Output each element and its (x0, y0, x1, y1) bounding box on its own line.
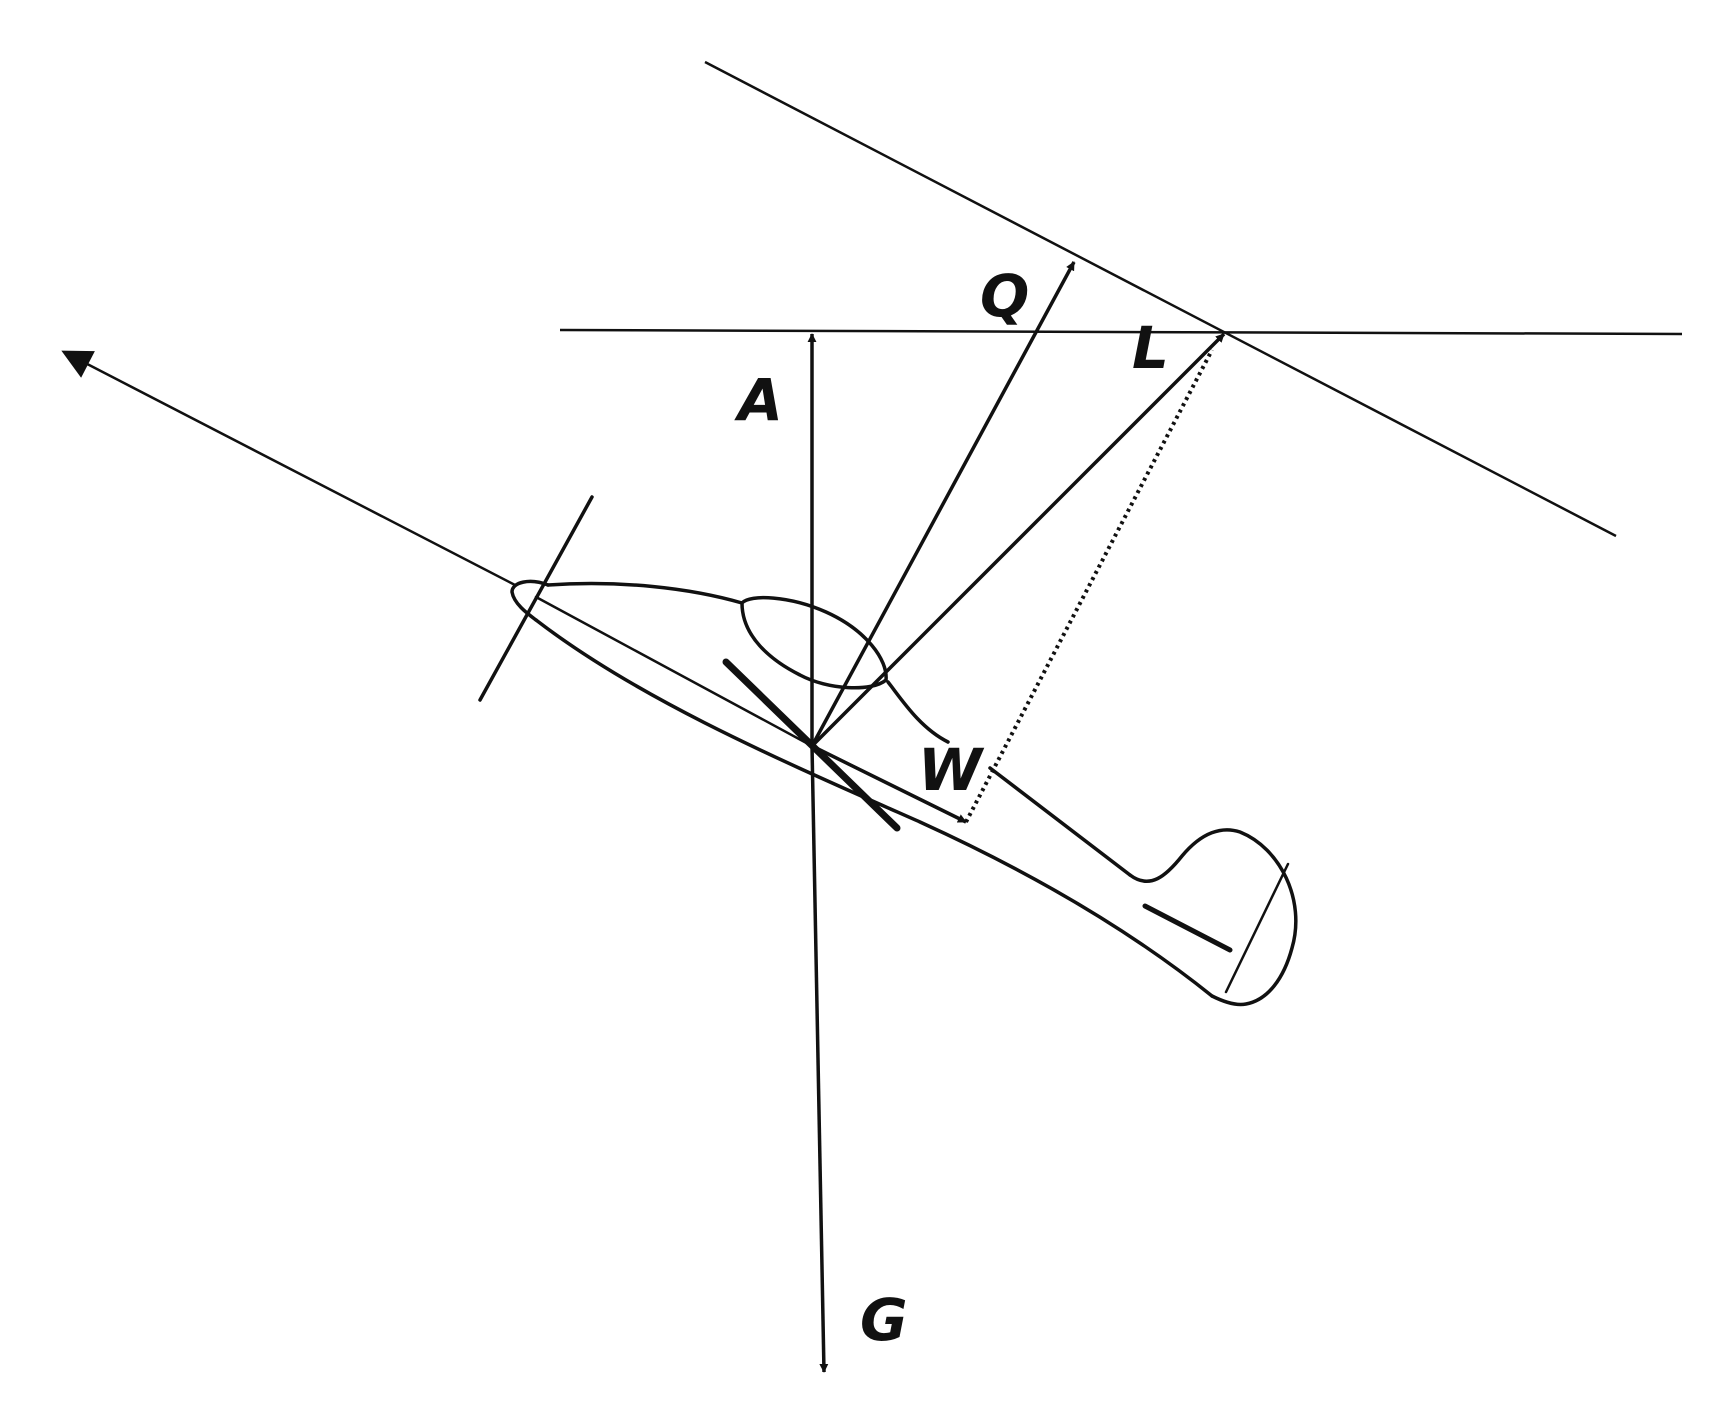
label-Q: Q (980, 262, 1029, 330)
horizontal-reference-line (559, 328, 1683, 336)
fuselage-axis-line (534, 595, 814, 748)
canopy (740, 595, 888, 690)
fuselage-aft-top (988, 766, 1132, 877)
force-vector-W (811, 744, 967, 824)
airplane-sketch (478, 495, 1298, 1007)
flight-path-arrow (61, 350, 516, 587)
label-L: L (1132, 314, 1169, 382)
parallelogram-dotted-line (964, 349, 1214, 823)
label-G: G (860, 1286, 908, 1354)
label-A: A (734, 366, 783, 434)
force-vectors (807, 261, 1226, 1373)
fuselage-bottom (534, 618, 1214, 998)
tail-fin (1128, 828, 1298, 1007)
force-vector-G (810, 745, 829, 1373)
fuselage-upper (546, 581, 744, 605)
horizontal-stabilizer (1142, 903, 1233, 953)
rudder-hinge-line (1224, 862, 1290, 994)
nose-spinner (510, 579, 550, 622)
force-vector-Q (810, 261, 1076, 747)
force-vector-L (810, 332, 1226, 748)
inclined-reference-line (704, 60, 1617, 538)
canopy-fairing (886, 680, 950, 744)
propeller (478, 495, 594, 702)
label-W: W (918, 736, 985, 804)
